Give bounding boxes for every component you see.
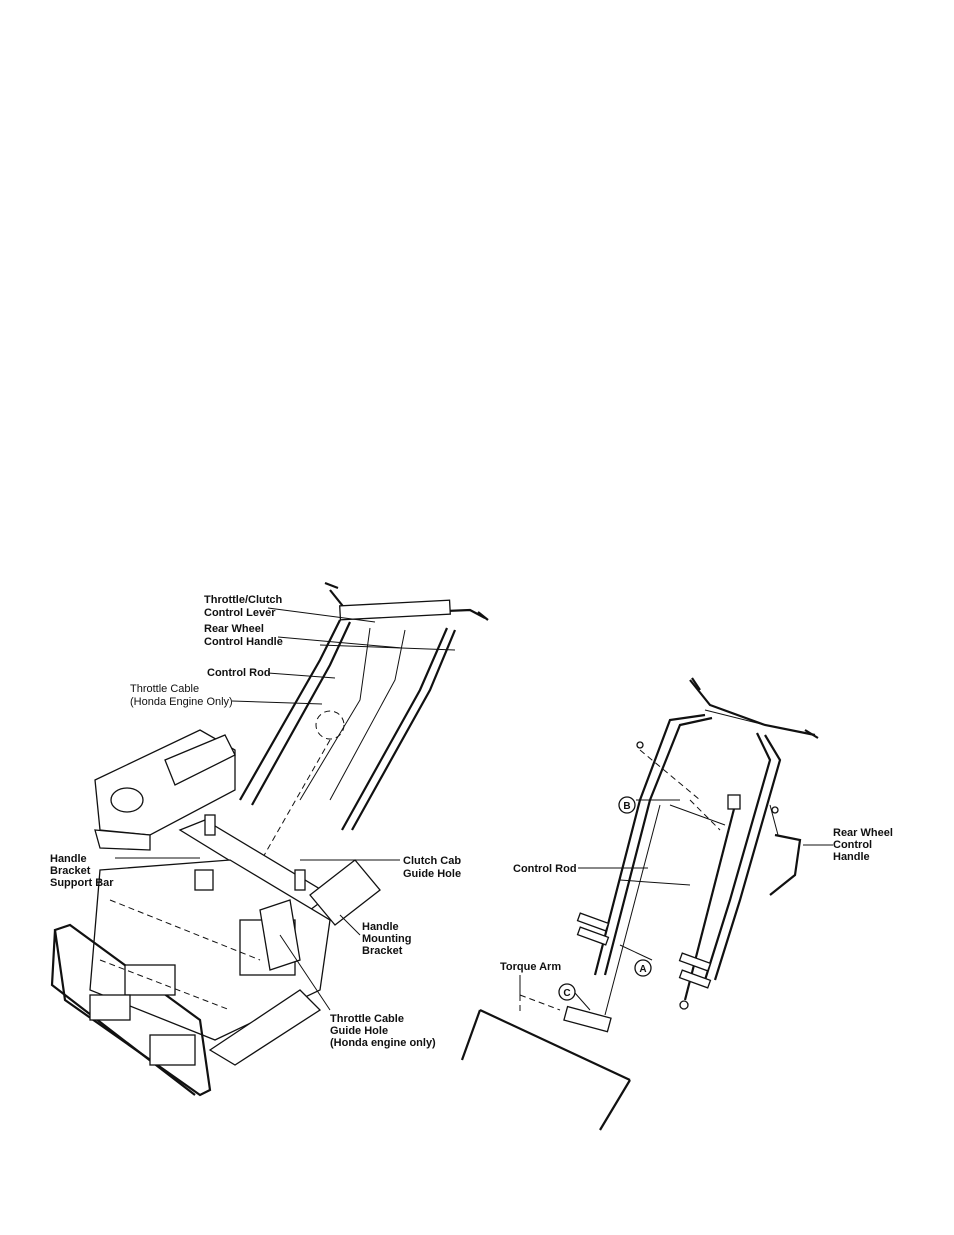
callout-b: B: [618, 796, 636, 814]
label-rear-wheel-line1: Rear Wheel: [204, 623, 264, 635]
left-assembly-diagram: [50, 581, 489, 1097]
label-support-bar-line3: Support Bar: [50, 877, 114, 889]
label-control-rod-left: Control Rod: [207, 667, 271, 679]
right-assembly-diagram: [460, 677, 833, 1131]
callout-c-text: C: [563, 988, 570, 999]
engine-cover: [94, 729, 236, 851]
label-support-bar-line2: Bracket: [50, 865, 91, 877]
label-rear-wheel-line2: Control Handle: [204, 636, 283, 648]
label-throttle-cable-line2: (Honda Engine Only): [130, 696, 233, 708]
label-mounting-bracket-line1: Handle: [362, 921, 399, 933]
callout-b-text: B: [623, 801, 630, 812]
label-mounting-bracket-line3: Bracket: [362, 945, 403, 957]
label-rear-wheel-right-line1: Rear Wheel: [833, 827, 893, 839]
right-handlebar: [593, 677, 819, 1016]
support-bar: [178, 814, 381, 926]
label-rear-wheel-right-line3: Handle: [833, 851, 870, 863]
torque-arm: [460, 994, 631, 1131]
label-throttle-clutch-line2: Control Lever: [204, 607, 276, 619]
label-clutch-guide-line1: Clutch Cab: [403, 855, 461, 867]
label-throttle-cable-line1: Throttle Cable: [130, 683, 199, 695]
label-throttle-clutch-line1: Throttle/Clutch: [204, 594, 282, 606]
label-rear-wheel-right-line2: Control: [833, 839, 872, 851]
label-support-bar-line1: Handle: [50, 853, 87, 865]
chassis-frame: [50, 859, 331, 1097]
label-throttle-guide-line1: Throttle Cable: [330, 1013, 404, 1025]
label-control-rod-right: Control Rod: [513, 863, 577, 875]
callout-c: C: [558, 983, 576, 1001]
callout-a: A: [634, 959, 652, 977]
label-mounting-bracket-line2: Mounting: [362, 933, 411, 945]
label-clutch-guide-line2: Guide Hole: [403, 868, 461, 880]
label-throttle-guide-line3: (Honda engine only): [330, 1037, 436, 1049]
left-handlebar: [239, 581, 489, 881]
callout-a-text: A: [639, 964, 646, 975]
bolts: [576, 741, 779, 989]
label-throttle-guide-line2: Guide Hole: [330, 1025, 388, 1037]
left-leader-lines: [115, 607, 403, 1011]
right-leader-lines: [519, 799, 833, 1011]
label-torque-arm: Torque Arm: [500, 961, 561, 973]
